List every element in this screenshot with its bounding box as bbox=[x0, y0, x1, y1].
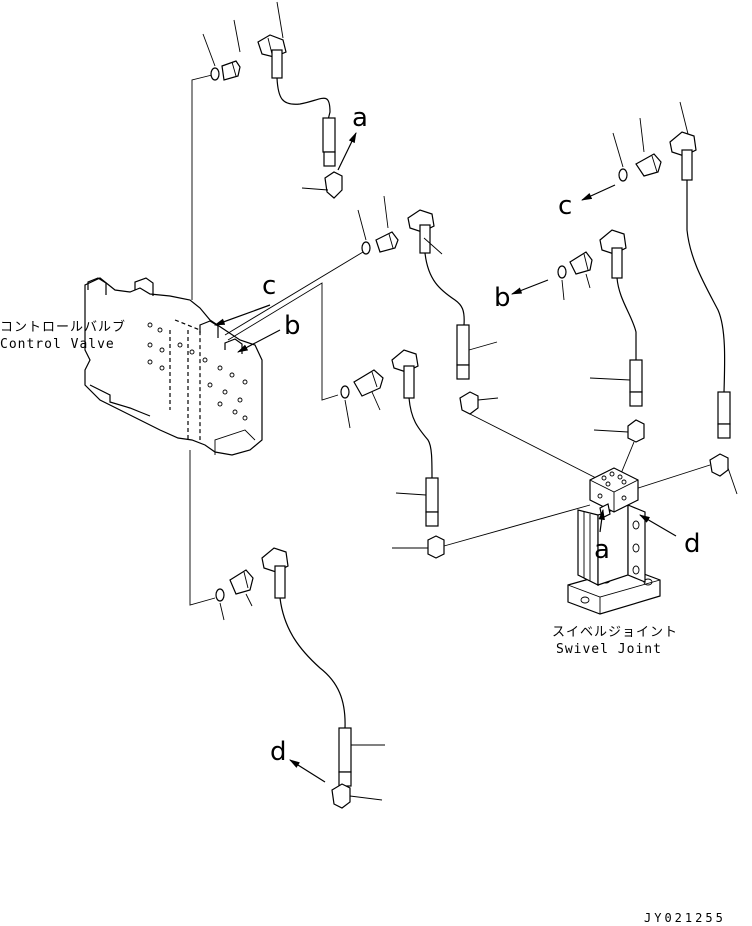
arrow-b-valve bbox=[237, 329, 281, 353]
swivel-joint bbox=[567, 467, 677, 615]
fitting-group-top bbox=[202, 1, 357, 199]
arrow-c-valve bbox=[213, 304, 271, 326]
control-valve-ports bbox=[147, 322, 248, 421]
callout-d-joint: d bbox=[684, 529, 701, 559]
fitting-group-right-middle bbox=[510, 229, 645, 477]
callout-a-joint: a bbox=[594, 535, 610, 565]
swivel-joint-label-en: Swivel Joint bbox=[556, 642, 662, 657]
fitting-group-right-top bbox=[581, 101, 738, 495]
swivel-joint-label-jp: スイベルジョイント bbox=[552, 625, 678, 640]
fitting-group-middle bbox=[357, 195, 601, 481]
callout-d-bottom: d bbox=[270, 737, 287, 767]
callout-c-valve: c bbox=[262, 271, 276, 301]
control-valve-label-en: Control Valve bbox=[0, 337, 115, 352]
drawing-code: JY021255 bbox=[644, 911, 726, 925]
fitting-group-lower-middle bbox=[340, 349, 591, 559]
callout-c-right: c bbox=[558, 191, 572, 221]
fitting-group-bottom bbox=[215, 547, 385, 809]
callout-b-right: b bbox=[494, 283, 511, 313]
callout-b-valve: b bbox=[284, 311, 301, 341]
control-valve-label-jp: コントロールバルブ bbox=[0, 319, 126, 335]
control-valve bbox=[84, 277, 263, 456]
callout-a-top: a bbox=[352, 103, 368, 133]
valve-leader-lines bbox=[189, 74, 364, 606]
